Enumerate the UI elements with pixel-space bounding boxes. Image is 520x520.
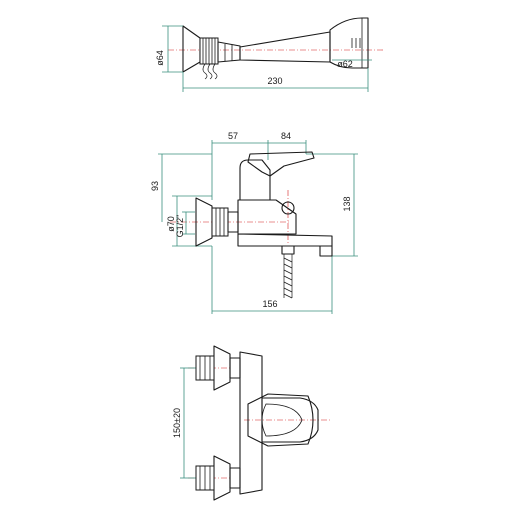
dim-head-diameter: ø64 [155,25,183,73]
dim-spout-offset: 57 [211,131,269,200]
lower-inlet-sleeve [229,467,241,489]
dim-connector-diameter: ø70 [166,195,212,247]
dim-length-label: 230 [267,76,282,86]
front-view: 150±20 [172,345,330,501]
shower-handle [239,31,331,63]
side-wall-connector [195,197,213,247]
dim-lever-offset: 84 [268,131,307,154]
front-lever [247,393,314,447]
dim-spout-offset-label: 57 [228,131,238,141]
wall-connector-cone [182,25,201,73]
spray-face [351,38,361,48]
bath-spout [237,233,333,247]
diverter-knob [281,201,295,215]
dim-total-height-label: 138 [342,196,352,211]
dim-height-label: 93 [150,181,160,191]
dim-width: 156 [211,246,333,314]
front-mixer-body [239,351,263,495]
dim-width-label: 156 [262,299,277,309]
hose-outlet [281,245,295,255]
dim-nozzle-diameter: ø62 [332,59,372,69]
lower-connector-nut [195,465,215,491]
dim-height: 93 [150,153,212,222]
hose-coil [202,63,218,80]
front-lever-inner [261,403,303,437]
connector-nut [199,37,219,65]
dim-nozzle-diameter-label: ø62 [337,59,353,69]
side-view: 57 84 93 ø70 G1/2" [150,131,358,314]
dim-spacing-label: 150±20 [172,408,182,438]
side-hose [283,254,293,299]
mixer-lever [247,151,315,177]
dim-total-height: 138 [306,153,358,257]
side-eccentric-nut [211,207,229,237]
dim-length: 230 [182,68,369,92]
upper-connector-nut [195,355,215,381]
dim-head-diameter-label: ø64 [155,50,165,66]
dim-thread-label: G1/2" [175,215,185,238]
dim-spacing: 150±20 [172,367,196,479]
front-central-boss [261,397,319,443]
dim-thread: G1/2" [175,211,195,238]
dim-lever-offset-label: 84 [281,131,291,141]
shower-head-view: ø64 ø62 230 [155,17,385,92]
cartridge-housing [239,159,271,201]
holder-bracket [217,41,241,63]
upper-inlet-sleeve [229,357,241,379]
side-mixer-body [237,199,297,235]
dim-connector-diameter-label: ø70 [166,216,176,232]
spout-aerator [319,245,333,257]
